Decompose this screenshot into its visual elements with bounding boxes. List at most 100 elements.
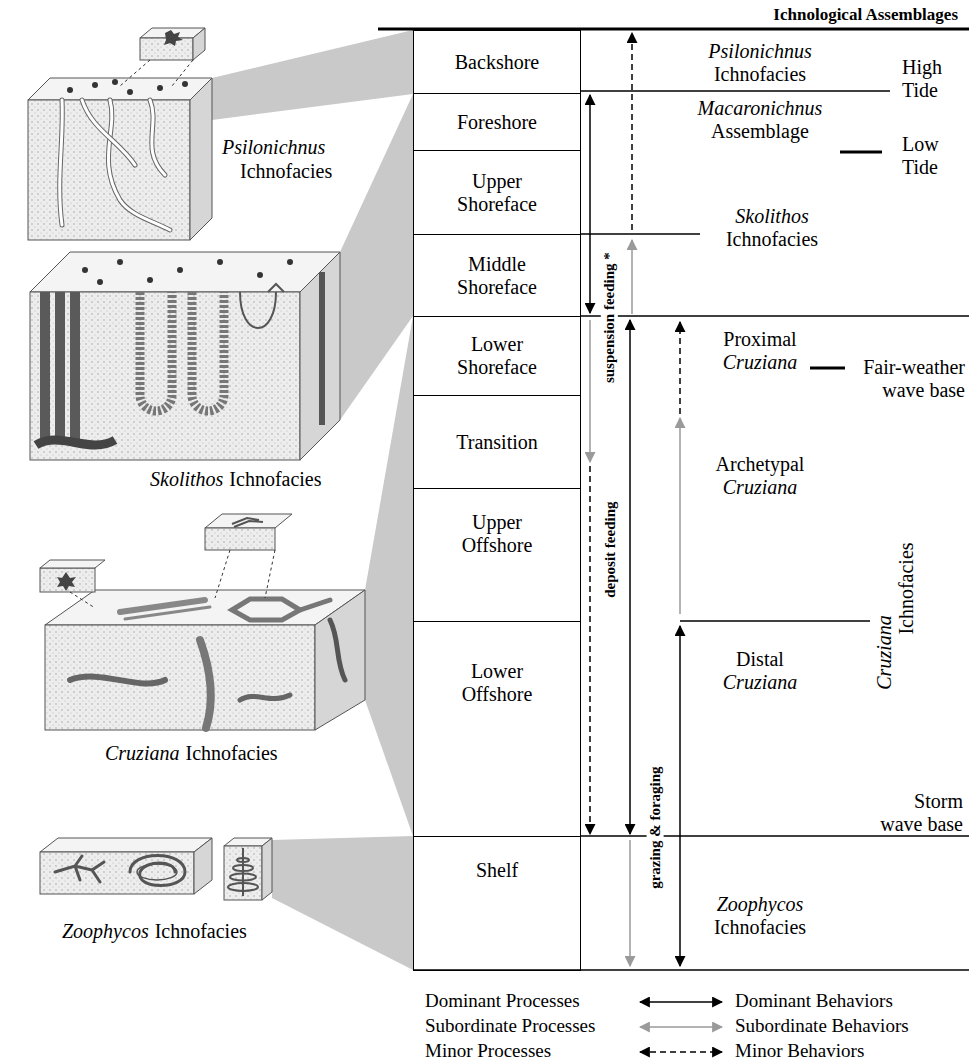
dominant-arrow [629,320,631,834]
trace-fossil [232,518,263,527]
ichnofacies-label: Cruziana [723,351,797,374]
block-side [315,590,365,730]
zone-box: Upper Shoreface [413,150,581,235]
subordinate-arrow [679,418,681,614]
zone-name: Backshore [455,51,539,74]
zone-box: Lower Shoreface [413,316,581,396]
zone-box: Foreshore [413,93,581,151]
ichnofacies-label: Psilonichnus [708,40,811,63]
subordinate-arrow [629,840,631,966]
figure-caption: Ichnofacies [155,920,247,943]
legend-sample [640,1051,722,1053]
block-front [45,625,315,730]
ichnofacies-label: Ichnofacies [894,542,917,634]
zone-name: Middle Shoreface [436,253,558,299]
tide-mark [840,151,882,154]
block-front [224,846,262,900]
zone-boundary [580,90,890,92]
block-side [300,252,340,460]
block-top [40,838,212,852]
ichnofacies-label: Cruziana [873,615,896,689]
figure-caption: Zoophycos [62,920,149,943]
subordinate-arrow [631,240,633,314]
block-side [190,78,212,240]
burrow [60,100,170,230]
block-top [30,252,340,292]
zone-name: Lower Shoreface [436,333,558,379]
zone-boundary [580,233,700,235]
ichnofacies-label: Cruziana [723,671,797,694]
ichnofacies-label: Ichnofacies [714,916,806,939]
figure-caption: Ichnofacies [185,742,277,765]
leader-line [172,60,193,86]
zone-box: Middle Shoreface [413,234,581,317]
legend-text: Dominant Processes [425,990,580,1012]
wave-base-label: Fair-weather wave base [850,356,965,402]
zone-name: Upper Shoreface [436,170,558,216]
zone-box: Backshore [413,30,581,94]
figure-caption: Ichnofacies [240,160,332,183]
zone-fan [212,30,413,120]
legend-text: Subordinate Behaviors [735,1015,909,1037]
leader-line [265,550,275,598]
column-heading: Ichnological Assemblages [773,5,958,25]
ichnofacies-label: Zoophycos [717,893,804,916]
zone-boundary [580,835,969,837]
ichnofacies-label: Archetypal [716,453,805,476]
zone-name: Shelf [476,859,518,882]
zone-fan [365,316,413,836]
figure-caption: Cruziana [105,742,179,765]
zone-name: Foreshore [457,111,537,134]
legend-text: Minor Behaviors [735,1040,864,1061]
assemblage-label: Assemblage [711,120,809,143]
trace-fossil [70,599,345,728]
ichnofacies-label: Skolithos [735,205,808,228]
legend-text: Minor Processes [425,1040,551,1061]
inset-front [40,568,95,592]
minor-arrow [631,33,633,230]
ichnofacies-label: Distal [736,648,784,671]
ichnofacies-label: Proximal [723,328,796,351]
subordinate-arrow [589,320,591,462]
zone-fan [272,836,413,970]
dominant-arrow [589,95,591,313]
trace-fossil [228,848,258,896]
block-top [28,78,212,100]
tide-label: Low Tide [902,133,962,179]
behavior-label: grazing & foraging [646,764,663,892]
leader-line [70,592,95,608]
zone-boundary [680,620,870,622]
block-side [194,838,212,894]
trace-fossil [164,30,183,46]
inset-top [205,514,292,528]
ichnofacies-label: Cruziana [723,476,797,499]
block-front [30,292,300,460]
wave-base-mark [810,367,845,370]
block-top [45,590,365,625]
tide-label: High Tide [902,56,962,102]
inset-side [193,28,205,60]
dominant-arrow [679,626,681,966]
figure-caption: Ichnofacies [229,468,321,491]
figure-caption: Skolithos [150,468,223,491]
zone-box: Lower Offshore [413,621,581,837]
inset-front [205,528,275,550]
legend-sample [640,1001,722,1003]
minor-arrow [679,322,681,414]
burrow-opening [82,259,293,285]
zone-fan [340,94,413,420]
leader-line [120,60,150,86]
ichnofacies-label: Ichnofacies [726,228,818,251]
behavior-label: deposit feeding [601,499,618,601]
wave-base-label: Storm wave base [868,790,963,836]
legend-text: Subordinate Processes [425,1015,595,1037]
assemblage-label: Macaronichnus [698,97,823,120]
legend-text: Dominant Behaviors [735,990,893,1012]
zone-box: Upper Offshore [413,488,581,622]
minor-arrow [589,466,591,834]
ichnofacies-label: Ichnofacies [714,63,806,86]
block-front [28,100,190,240]
behavior-label: suspension feeding * [600,250,617,387]
zone-name: Lower Offshore [436,660,558,706]
